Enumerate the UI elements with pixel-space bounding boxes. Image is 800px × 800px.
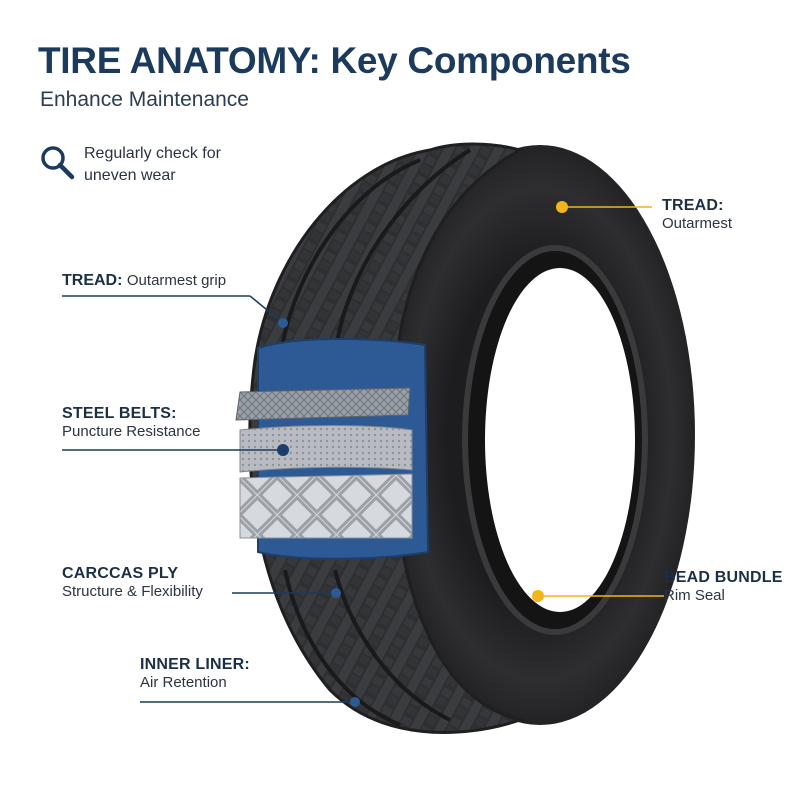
tip-line-1: Regularly check for [84, 145, 221, 162]
callout-carcass-desc: Structure & Flexibility [62, 583, 203, 600]
callout-inner-liner: INNER LINER: Air Retention [140, 656, 250, 691]
callout-steel-belts-desc: Puncture Resistance [62, 423, 201, 440]
carcass-mesh [239, 473, 413, 539]
callout-inner-liner-head: INNER LINER: [140, 656, 250, 673]
callout-tread-right-desc: Outarmest [662, 215, 733, 232]
steel-belts-dot [277, 444, 289, 456]
tread-left-dot [278, 318, 288, 328]
page-title: TIRE ANATOMY: Key Components [38, 40, 631, 81]
page-subtitle: Enhance Maintenance [40, 88, 249, 111]
steel-belt-fabric [239, 425, 413, 473]
tip-text: Regularly check for uneven wear [84, 143, 294, 187]
magnifier-icon [41, 146, 75, 180]
callout-bead-bundle: BEAD BUNDLE Rim Seal [664, 569, 783, 604]
tip-line-2: uneven wear [84, 167, 176, 184]
bead-dot [532, 590, 544, 602]
steel-belt-top [235, 387, 411, 421]
tread-right-dot [556, 201, 568, 213]
maintenance-tip: Regularly check for uneven wear [38, 143, 298, 193]
callout-carcass-ply: CARCCAS PLY Structure & Flexibility [62, 565, 203, 600]
callout-bead-desc: Rim Seal [664, 587, 725, 604]
inner-liner-dot [350, 697, 360, 707]
callout-tread-left: TREAD: Outarmest grip [62, 272, 226, 290]
carcass-dot [331, 588, 341, 598]
callout-bead-head: BEAD BUNDLE [664, 569, 783, 586]
callout-tread-right: TREAD: Outarmest [662, 197, 732, 232]
callout-steel-belts: STEEL BELTS: Puncture Resistance [62, 405, 200, 440]
callout-carcass-head: CARCCAS PLY [62, 565, 179, 582]
callout-tread-left-desc: Outarmest grip [126, 272, 227, 289]
callout-inner-liner-desc: Air Retention [140, 674, 227, 691]
callout-tread-left-head: TREAD: [62, 272, 123, 289]
callout-tread-right-head: TREAD: [662, 197, 724, 214]
callout-steel-belts-head: STEEL BELTS: [62, 405, 177, 422]
